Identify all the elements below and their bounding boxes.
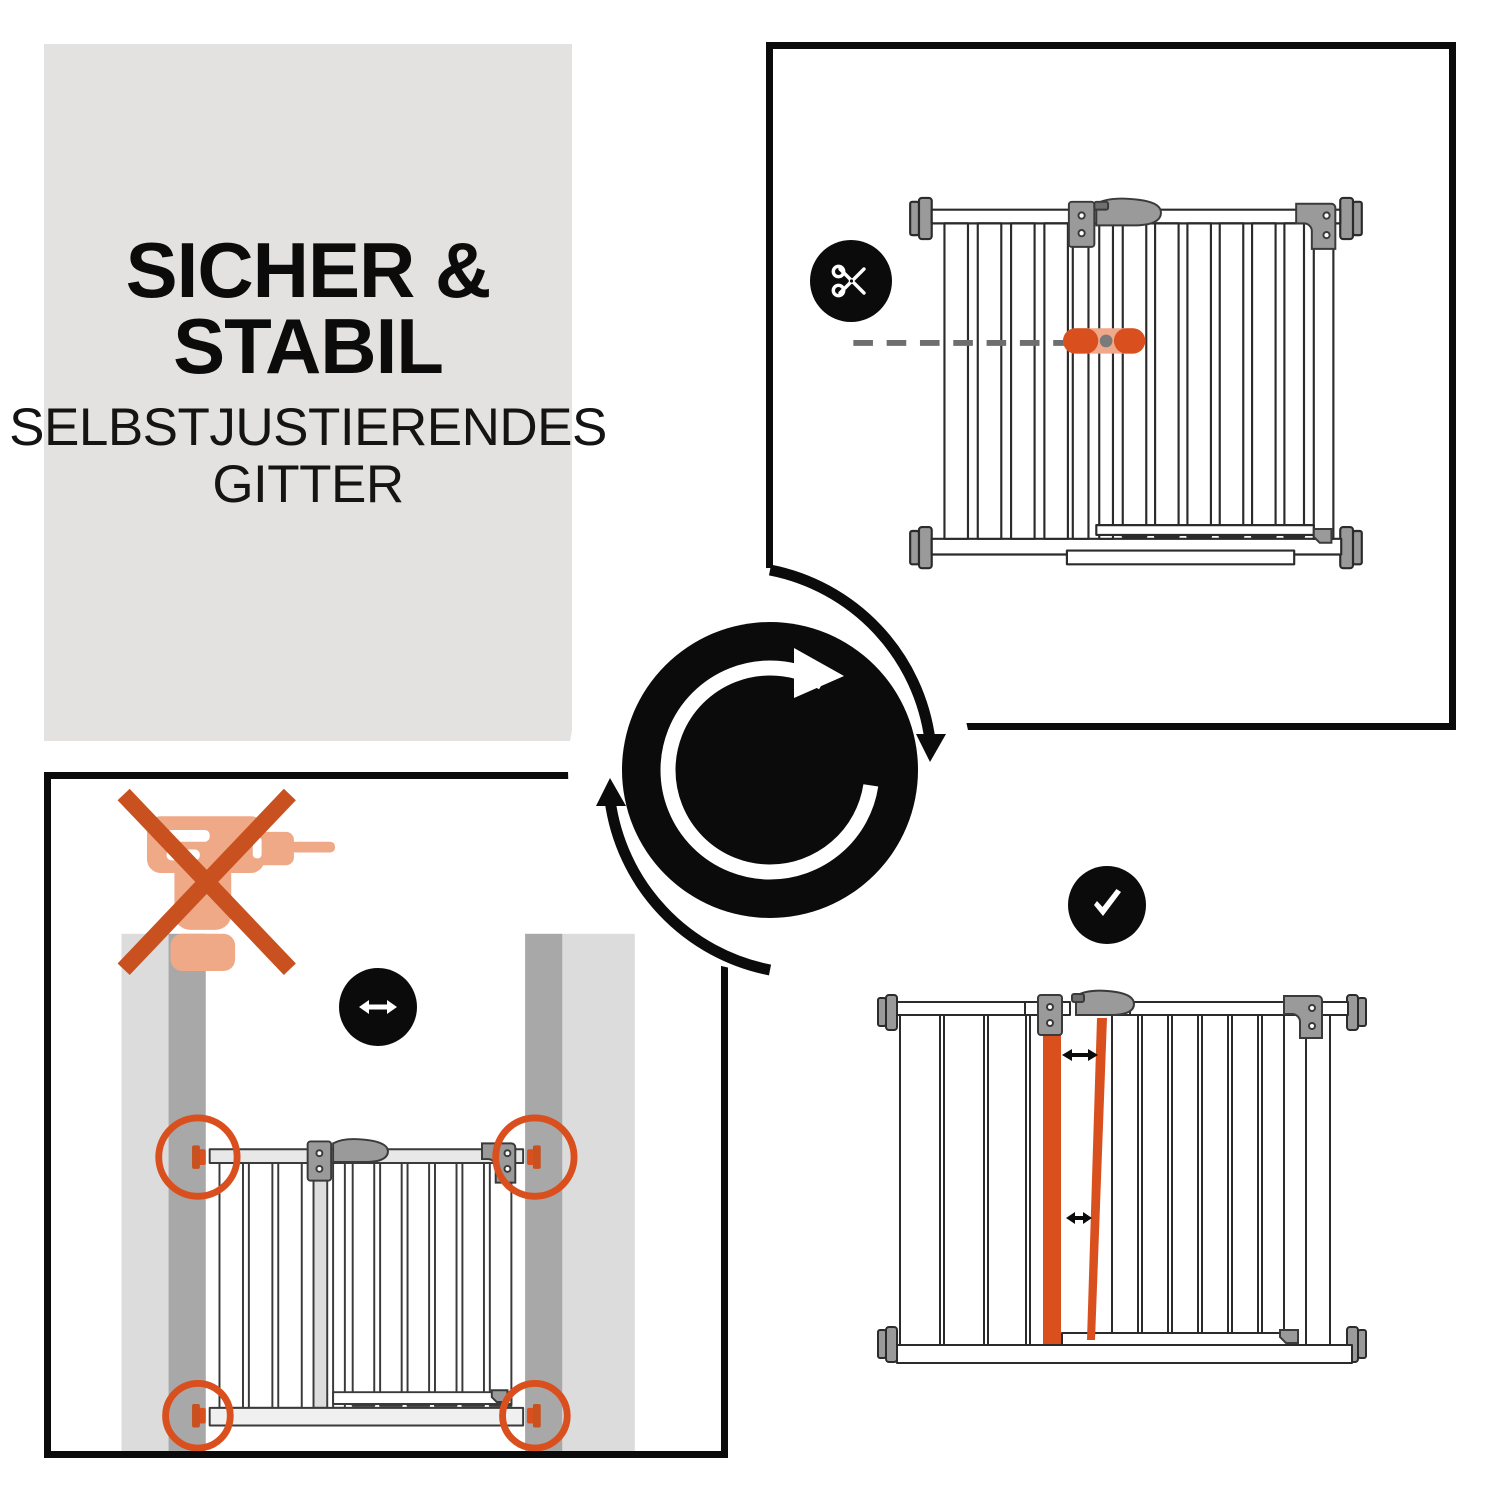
- corner-bracket: [1283, 995, 1323, 1039]
- emblem-white-mask: [568, 568, 972, 972]
- gate-handle: [1093, 197, 1162, 227]
- headline-title-line-1: SICHER &: [125, 225, 492, 314]
- wall-left: [121, 933, 169, 1451]
- mount-highlight-circle: [155, 1114, 578, 1451]
- bottom-bracket: [1279, 1329, 1299, 1344]
- gate-self-adjust-illustration: [877, 989, 1367, 1364]
- latch-bracket: [306, 1140, 333, 1182]
- panel-correct-fit: [840, 850, 1460, 1410]
- gate-handle: [1071, 989, 1136, 1016]
- latch-bracket: [1067, 200, 1096, 248]
- width-adjust-badge: [339, 968, 417, 1046]
- scissors-icon: [831, 264, 866, 298]
- gap-arrow: [1062, 1049, 1098, 1224]
- headline-subtitle-line-1: SELBSTJUSTIERENDES: [9, 397, 607, 457]
- corner-bracket: [1295, 202, 1337, 250]
- prohibited-strike: [117, 788, 296, 975]
- scissors-badge: [810, 240, 892, 322]
- gate-cut-illustration: [853, 196, 1363, 570]
- headline-subtitle-line-2: GITTER: [212, 454, 404, 514]
- horizontal-double-arrow-icon: [359, 1000, 397, 1014]
- pressure-mount-plug: [192, 1145, 541, 1428]
- cut-marker: [1062, 328, 1146, 354]
- check-icon: [1094, 889, 1121, 916]
- bottom-bracket: [1312, 528, 1333, 544]
- headline-title: SICHER & STABIL: [125, 102, 492, 385]
- gate-handle: [332, 1138, 389, 1163]
- headline-title-line-2: STABIL: [173, 302, 444, 391]
- wall-right: [562, 933, 635, 1451]
- alignment-bar: [1043, 1018, 1107, 1344]
- wall-mount-pad: [909, 196, 1363, 570]
- drill-icon: [117, 788, 336, 975]
- headline-subtitle: SELBSTJUSTIERENDES GITTER: [9, 399, 607, 683]
- gate-in-doorway-illustration: [117, 788, 635, 1451]
- correct-badge: [1068, 866, 1146, 944]
- latch-bracket: [1037, 994, 1063, 1036]
- headline-panel: SICHER & STABIL SELBSTJUSTIERENDES GITTE…: [9, 44, 607, 741]
